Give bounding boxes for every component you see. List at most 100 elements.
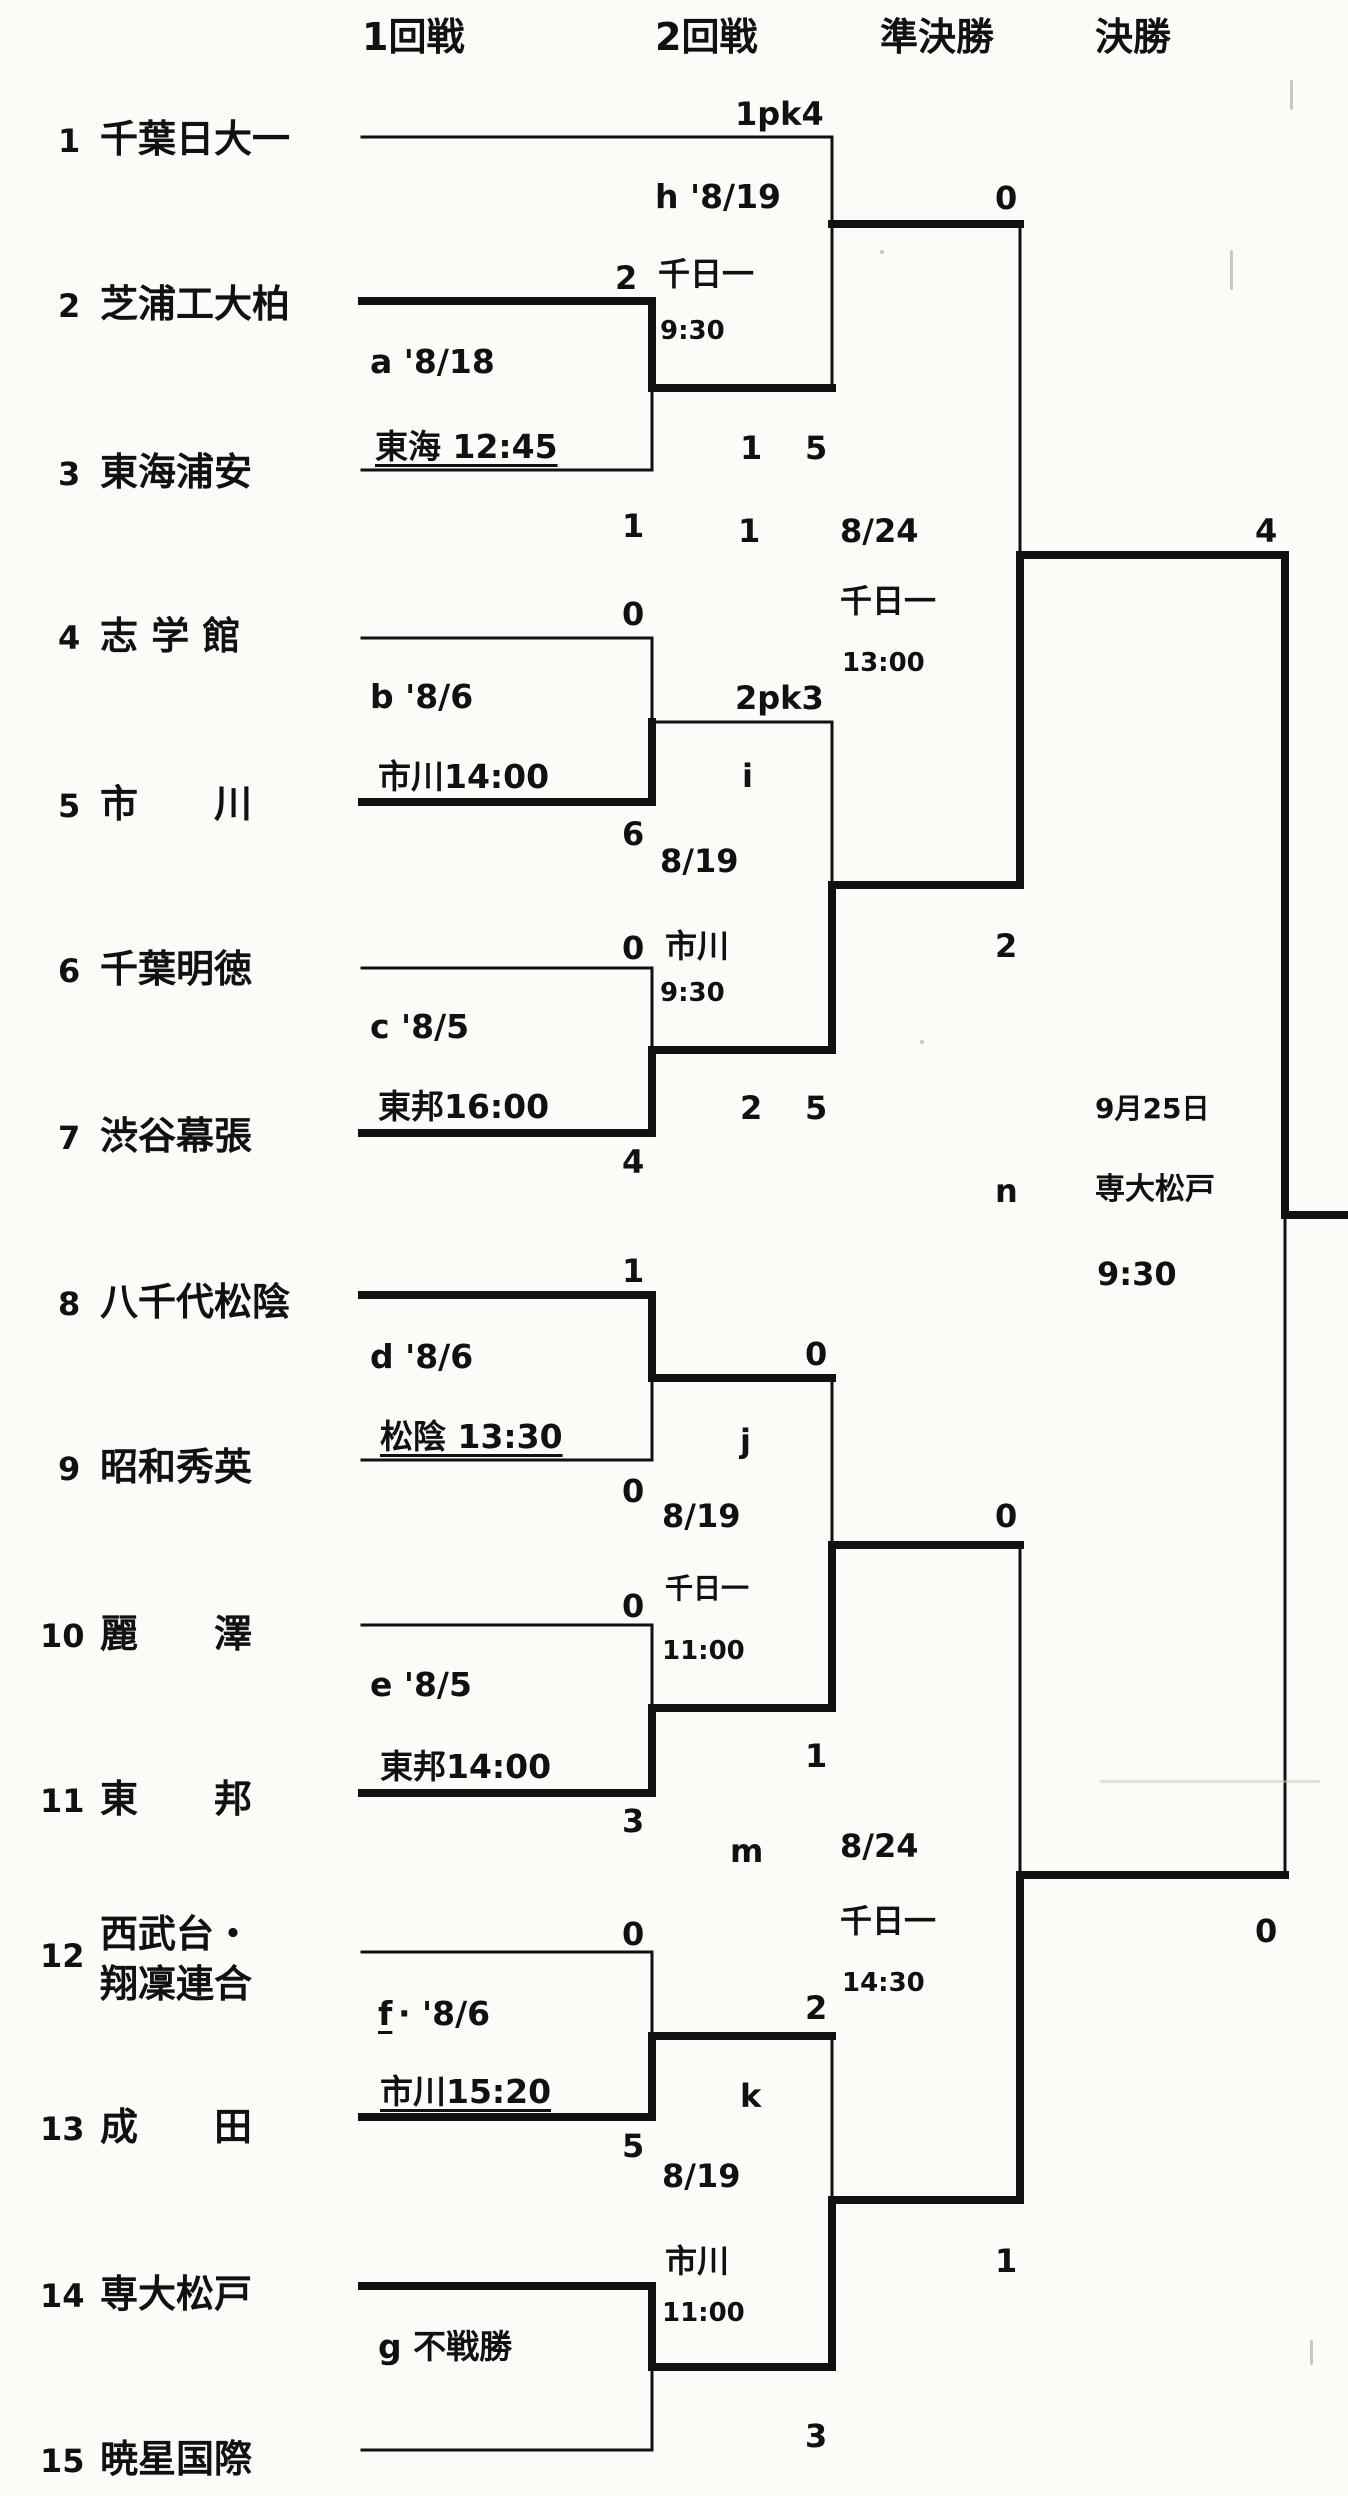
score: 2	[805, 1989, 828, 2027]
scan-speck	[920, 1040, 924, 1044]
match-b-label: b '8/6	[370, 677, 474, 716]
score: 5	[622, 2127, 645, 2165]
score: 0	[622, 1472, 645, 1510]
team-name: 千葉日大一	[100, 117, 291, 161]
match-i-time: 9:30	[660, 978, 725, 1008]
team-number: 7	[58, 1119, 81, 1157]
score: 2	[740, 1089, 763, 1127]
score: 1	[622, 1252, 645, 1290]
match-l-venue: 千日一	[840, 582, 937, 620]
score: 4	[622, 1143, 645, 1181]
scan-speck	[1310, 2340, 1313, 2365]
match-i-letter: i	[742, 757, 753, 795]
team-number: 15	[40, 2442, 85, 2480]
score: 0	[805, 1335, 828, 1373]
team-number: 8	[58, 1285, 81, 1323]
team-number: 14	[40, 2277, 85, 2315]
match-m-date: 8/24	[840, 1827, 919, 1865]
scan-speck	[1100, 1780, 1320, 1783]
team-name: 暁星国際	[100, 2437, 253, 2481]
match-b-venue: 市川14:00	[378, 757, 550, 796]
score: 0	[622, 1915, 645, 1953]
match-f-venue: 市川15:20	[380, 2072, 552, 2111]
score: 3	[622, 1802, 645, 1840]
match-h-score: 1pk4	[735, 95, 824, 133]
score: 6	[622, 815, 645, 853]
final-time: 9:30	[1097, 1255, 1177, 1293]
team-name: 芝浦工大柏	[100, 282, 291, 326]
match-j-date: 8/19	[662, 1497, 741, 1535]
match-m-venue: 千日一	[840, 1902, 937, 1940]
team-number: 10	[40, 1617, 85, 1655]
team-name: 西武台・	[100, 1912, 253, 1956]
match-d-venue: 松陰 13:30	[380, 1417, 563, 1456]
match-f-letter: f	[378, 1994, 393, 2033]
match-e-venue: 東邦14:00	[380, 1747, 552, 1786]
score: 1	[622, 507, 645, 545]
match-a-label: a '8/18	[370, 342, 495, 381]
team-number: 1	[58, 122, 81, 160]
match-h-venue: 千日一	[658, 255, 755, 293]
team-number: 6	[58, 952, 81, 990]
team-name: 成 田	[100, 2105, 253, 2149]
match-h-time: 9:30	[660, 316, 725, 346]
team-name: 東 邦	[100, 1777, 253, 1821]
match-k-venue: 市川	[665, 2242, 730, 2280]
match-l-date: 8/24	[840, 512, 919, 550]
team-number: 13	[40, 2110, 85, 2148]
score: 1	[805, 1737, 828, 1775]
team-name: 東海浦安	[100, 450, 253, 494]
team-number: 11	[40, 1782, 85, 1820]
team-name: 市 川	[100, 782, 253, 826]
match-j-venue: 千日一	[665, 1572, 750, 1605]
match-i-date: 8/19	[660, 842, 739, 880]
header-semifinal: 準決勝	[880, 15, 995, 59]
team-name: 志 学 館	[100, 614, 241, 658]
match-g-label: g 不戦勝	[378, 2327, 513, 2366]
score: 0	[622, 595, 645, 633]
team-name: 千葉明徳	[100, 947, 253, 991]
match-i-score: 2pk3	[735, 679, 824, 717]
header-final: 決勝	[1095, 15, 1172, 59]
score: 0	[622, 1587, 645, 1625]
score: 2	[615, 259, 638, 297]
match-h-label: h '8/19	[655, 177, 782, 216]
score: 2	[995, 927, 1018, 965]
match-d-label: d '8/6	[370, 1337, 474, 1376]
match-k-date: 8/19	[662, 2157, 741, 2195]
team-name: 昭和秀英	[100, 1445, 253, 1489]
score: 5	[805, 429, 828, 467]
team-number: 5	[58, 787, 81, 825]
team-number: 12	[40, 1937, 85, 1975]
header-round1: 1回戦	[362, 15, 465, 59]
team-number: 4	[58, 619, 81, 657]
team-name: 麗 澤	[100, 1612, 253, 1656]
score: 5	[805, 1089, 828, 1127]
match-j-letter: j	[740, 1422, 751, 1460]
team-name: 渋谷幕張	[100, 1114, 253, 1158]
score: 3	[805, 2417, 828, 2455]
match-m-time: 14:30	[842, 1968, 925, 1998]
match-k-letter: k	[740, 2077, 762, 2115]
match-f-label: · '8/6	[398, 1994, 491, 2033]
header-round2: 2回戦	[655, 15, 758, 59]
score: 0	[995, 1497, 1018, 1535]
scan-speck	[1230, 250, 1233, 290]
team-name-line2: 翔凜連合	[100, 1962, 253, 2006]
final-letter: n	[995, 1172, 1018, 1210]
final-venue: 専大松戸	[1095, 1172, 1215, 1207]
match-l-time: 13:00	[842, 648, 925, 678]
scan-speck	[880, 250, 884, 254]
final-score-bottom: 0	[1255, 1912, 1278, 1950]
score: 1	[738, 512, 761, 550]
match-k-time: 11:00	[662, 2298, 745, 2328]
team-name: 八千代松陰	[100, 1280, 291, 1324]
score: 0	[995, 179, 1018, 217]
team-number: 9	[58, 1450, 81, 1488]
scan-speck	[1290, 80, 1293, 110]
final-score-top: 4	[1255, 512, 1278, 550]
score: 1	[740, 429, 763, 467]
match-e-label: e '8/5	[370, 1665, 472, 1704]
match-c-venue: 東邦16:00	[378, 1087, 550, 1126]
